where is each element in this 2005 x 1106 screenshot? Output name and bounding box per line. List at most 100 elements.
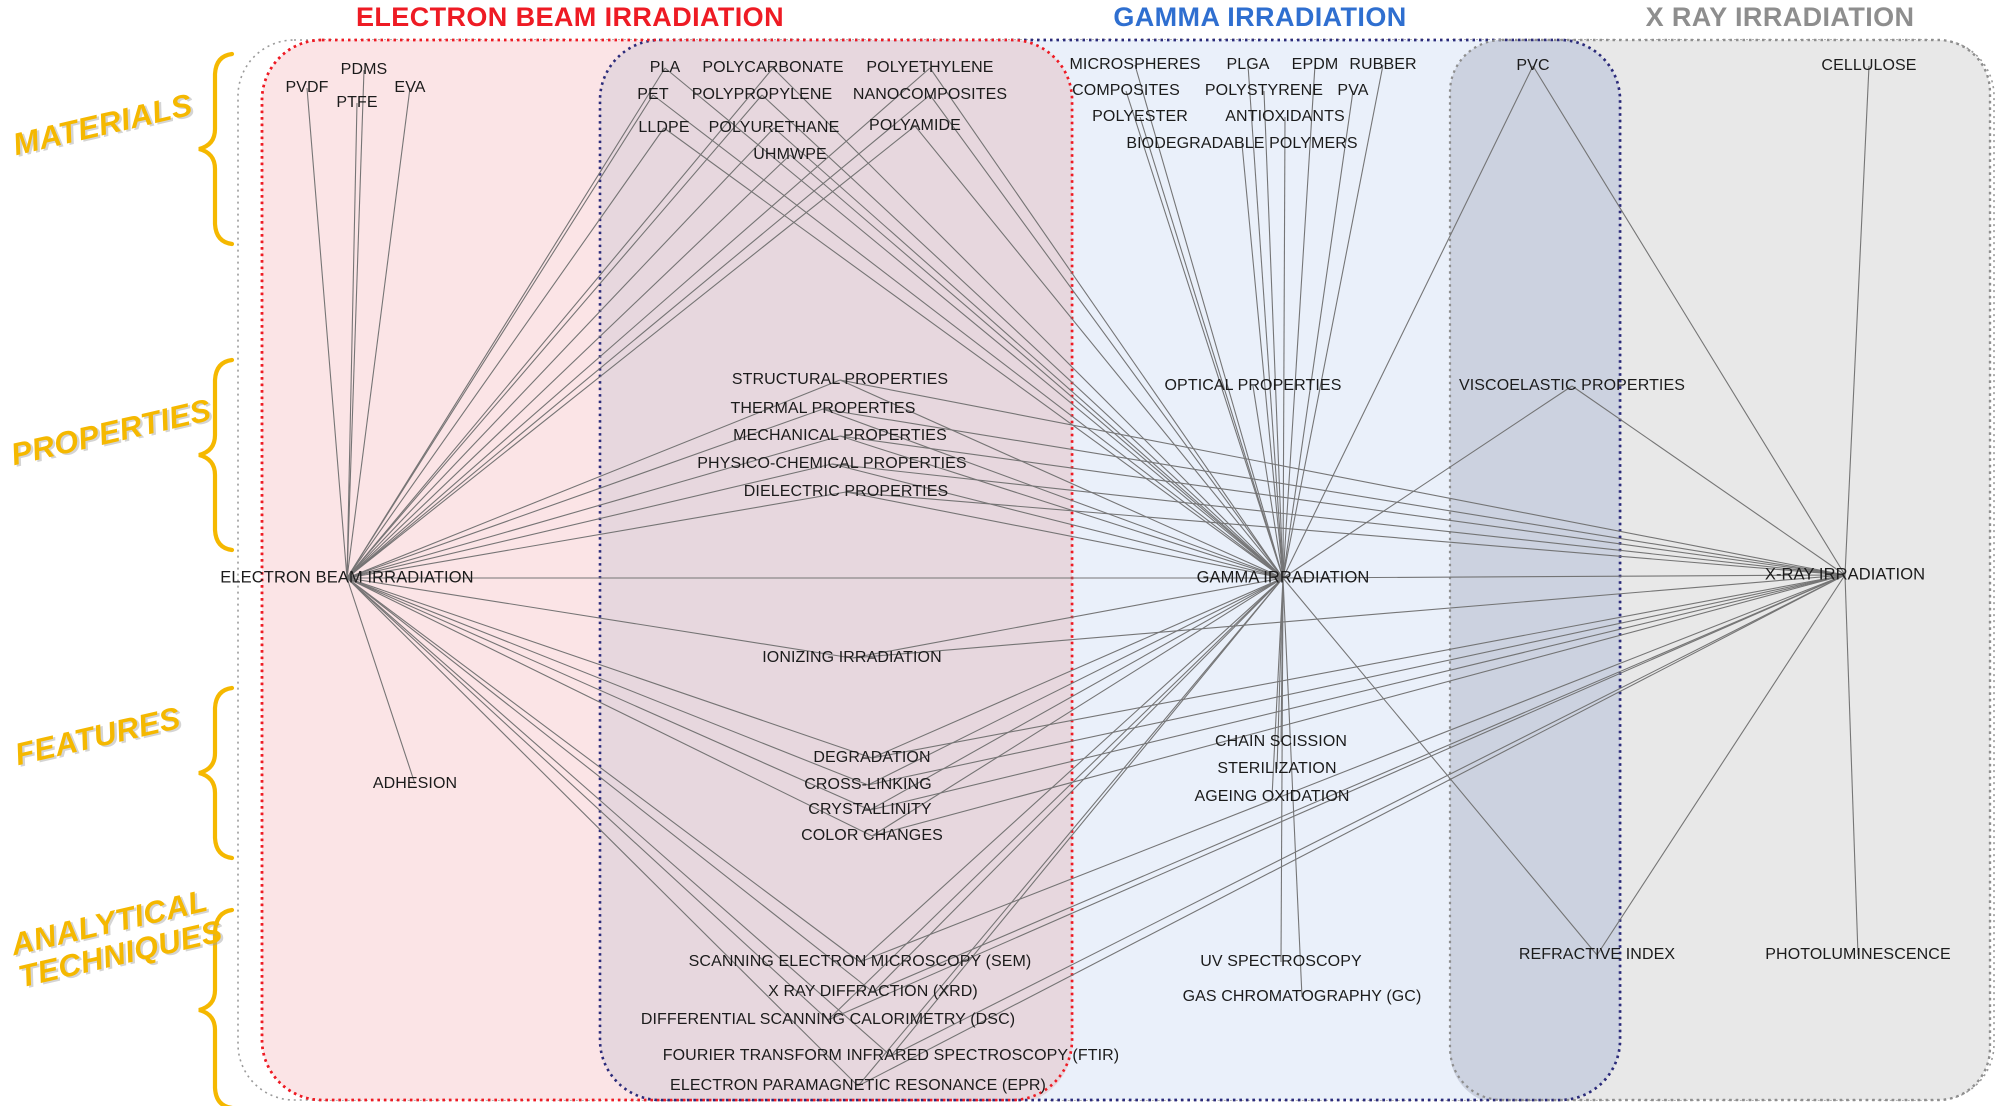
- edge: [1844, 65, 1870, 576]
- edge: [845, 491, 1846, 576]
- edge: [871, 574, 1846, 837]
- edge: [346, 67, 931, 579]
- edge: [346, 491, 847, 579]
- edge: [346, 577, 873, 837]
- edge: [346, 102, 358, 579]
- edge: [929, 67, 1284, 579]
- edge: [773, 127, 1284, 579]
- edge: [872, 574, 1846, 993]
- edge: [1282, 574, 1846, 579]
- brace-features: [198, 685, 235, 861]
- edge: [346, 408, 824, 579]
- edge: [346, 577, 861, 963]
- edge: [1271, 577, 1284, 798]
- edge: [1241, 143, 1284, 579]
- edge: [1282, 90, 1354, 579]
- cluster-overlap-eb-gamma: [600, 40, 1072, 1100]
- edge: [871, 577, 1284, 759]
- edge: [1282, 577, 1303, 998]
- edge: [822, 408, 1284, 579]
- edge: [346, 69, 365, 579]
- edge: [346, 435, 841, 579]
- edge: [346, 379, 841, 579]
- edge: [346, 577, 873, 759]
- brace-analytical: [198, 907, 235, 1106]
- edge: [869, 574, 1846, 811]
- edge: [346, 67, 774, 579]
- brace-materials: [198, 51, 235, 247]
- edge: [831, 463, 1284, 579]
- edge: [1280, 577, 1284, 963]
- edge: [346, 94, 654, 579]
- header-gamma-irradiation: GAMMA IRRADIATION: [1113, 2, 1407, 32]
- edge: [890, 574, 1846, 1057]
- edge: [346, 577, 416, 785]
- edge: [827, 577, 1284, 1021]
- edge: [929, 94, 1284, 579]
- brace-group: [198, 51, 235, 1106]
- edge: [346, 577, 859, 1087]
- edge: [1282, 65, 1534, 579]
- edge: [346, 463, 833, 579]
- edge: [839, 435, 1846, 576]
- edge: [1282, 64, 1384, 579]
- edge: [857, 574, 1846, 1087]
- cluster-xray-border: [1448, 38, 1992, 1102]
- edge: [346, 127, 775, 579]
- edge: [1282, 64, 1316, 579]
- edge: [346, 577, 853, 659]
- edge: [851, 577, 1284, 659]
- edge: [1571, 385, 1846, 576]
- edge: [306, 87, 348, 579]
- edge: [859, 577, 1284, 963]
- edge: [822, 408, 1846, 576]
- edge: [772, 67, 1284, 579]
- edge: [1125, 90, 1284, 579]
- edge: [914, 125, 1284, 579]
- edge: [1532, 65, 1846, 576]
- edge: [867, 577, 1284, 786]
- edge: [845, 491, 1284, 579]
- edge: [346, 94, 931, 579]
- edge: [346, 577, 829, 1021]
- edge-layer: [306, 64, 1870, 1087]
- cluster-gamma-border: [598, 38, 1622, 1102]
- edge: [346, 125, 916, 579]
- edge: [867, 574, 1846, 786]
- edge: [839, 435, 1284, 579]
- edge: [761, 94, 1284, 579]
- edge: [346, 67, 666, 579]
- edge: [859, 574, 1846, 963]
- edge: [831, 463, 1846, 576]
- edge: [1844, 574, 1859, 956]
- edge: [857, 577, 1284, 1087]
- header-x-ray-irradiation: X RAY IRRADIATION: [1645, 2, 1915, 32]
- edge: [827, 574, 1846, 1021]
- edge: [1139, 116, 1284, 579]
- edge: [1282, 577, 1598, 956]
- edge: [663, 127, 1284, 579]
- edge: [346, 577, 869, 786]
- edge: [346, 577, 892, 1057]
- edge: [346, 87, 411, 579]
- edge: [1282, 116, 1286, 579]
- edge: [346, 154, 791, 579]
- edge: [839, 379, 1846, 576]
- edge: [839, 379, 1284, 579]
- edge: [664, 67, 1284, 579]
- brace-properties: [198, 357, 235, 553]
- edge: [872, 577, 1284, 993]
- edge: [869, 577, 1284, 811]
- cluster-electron-beam-border: [260, 38, 1074, 1102]
- edge: [890, 577, 1284, 1057]
- edge: [1282, 385, 1573, 579]
- edge: [1247, 64, 1284, 579]
- edge: [346, 577, 871, 811]
- edge: [1596, 574, 1846, 956]
- edge: [346, 94, 763, 579]
- edge: [851, 574, 1846, 659]
- edge: [346, 577, 874, 993]
- edge: [346, 127, 665, 579]
